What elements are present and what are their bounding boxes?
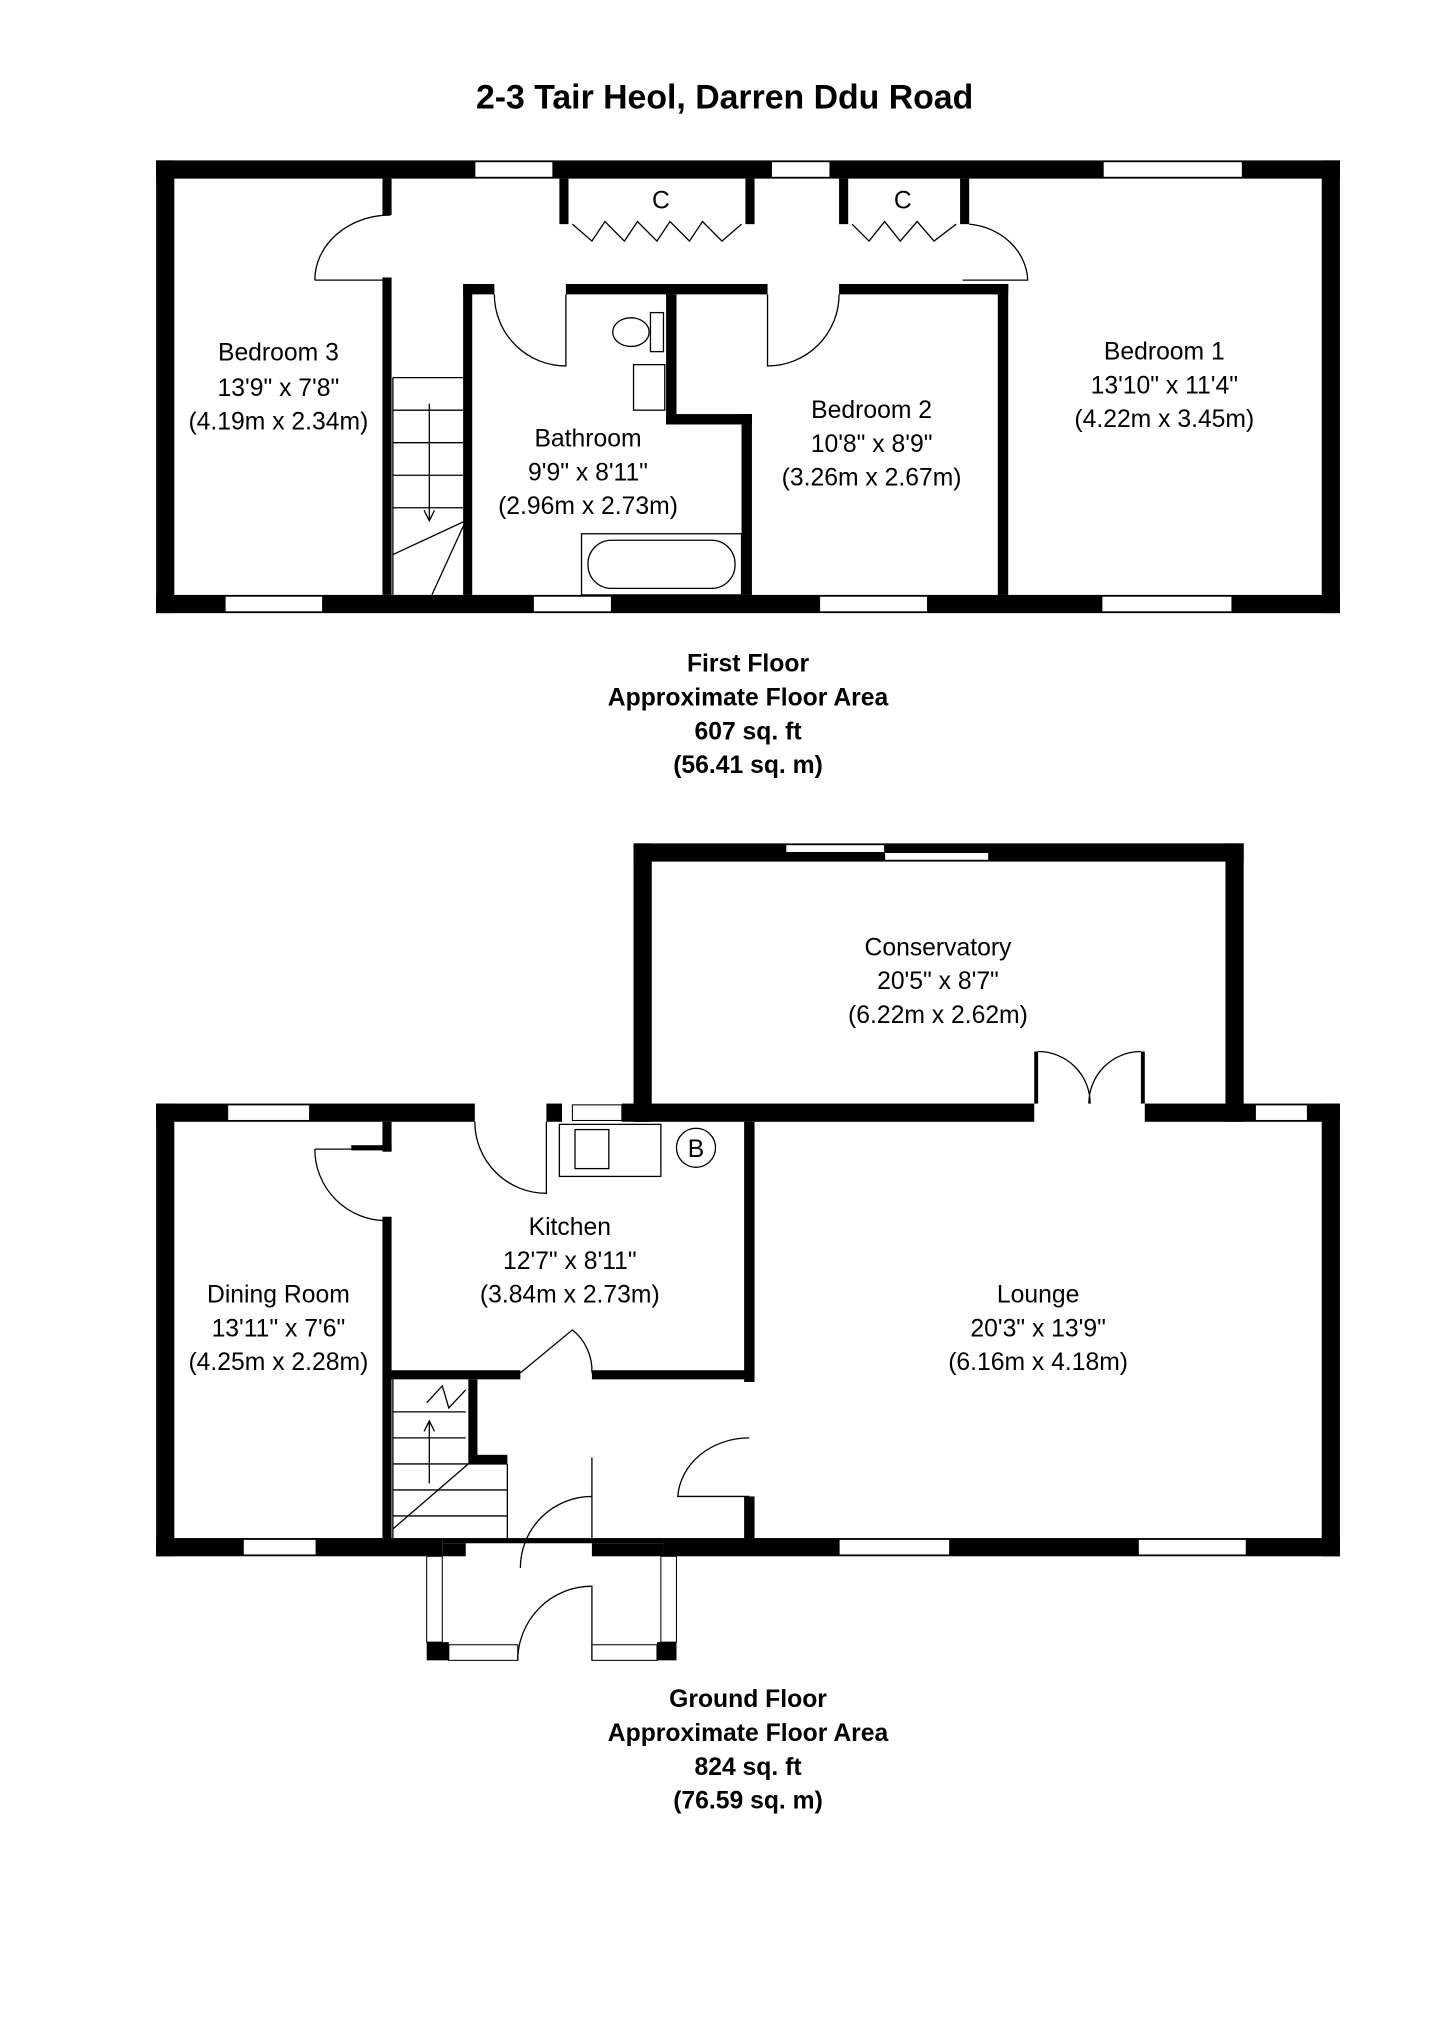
window — [660, 1555, 677, 1643]
svg-text:Bedroom 2: Bedroom 2 — [811, 397, 932, 424]
svg-text:Bathroom: Bathroom — [534, 426, 641, 453]
svg-text:Lounge: Lounge — [997, 1282, 1079, 1309]
plan-title: 2-3 Tair Heol, Darren Ddu Road — [476, 78, 973, 116]
window — [1101, 595, 1233, 613]
svg-text:824 sq. ft: 824 sq. ft — [694, 1754, 801, 1781]
svg-text:(6.22m x 2.62m): (6.22m x 2.62m) — [848, 1002, 1028, 1029]
boiler-icon — [675, 1127, 717, 1168]
svg-text:Kitchen: Kitchen — [529, 1214, 611, 1241]
room-conservatory: Conservatory 20'5" x 8'7" (6.22m x 2.62m… — [848, 934, 1028, 1029]
svg-text:10'8" x 8'9": 10'8" x 8'9" — [811, 431, 933, 458]
window — [227, 1104, 311, 1121]
svg-text:20'5" x 8'7": 20'5" x 8'7" — [877, 968, 999, 995]
svg-text:13'9" x 7'8": 13'9" x 7'8" — [218, 375, 340, 402]
svg-text:(76.59 sq. m): (76.59 sq. m) — [673, 1788, 823, 1815]
svg-text:First Floor: First Floor — [687, 651, 810, 678]
svg-text:Bedroom 1: Bedroom 1 — [1104, 338, 1225, 365]
boiler-label: B — [688, 1136, 704, 1163]
svg-text:Dining Room: Dining Room — [207, 1282, 350, 1309]
window — [1102, 161, 1243, 178]
svg-text:(3.26m x 2.67m): (3.26m x 2.67m) — [782, 465, 962, 492]
window — [571, 1104, 623, 1121]
svg-text:Approximate Floor Area: Approximate Floor Area — [608, 1720, 889, 1747]
svg-text:(56.41 sq. m): (56.41 sq. m) — [673, 752, 823, 779]
svg-text:(4.22m x 3.45m): (4.22m x 3.45m) — [1074, 406, 1254, 433]
window — [1254, 1104, 1308, 1121]
ground-floor-walls — [156, 843, 1340, 1661]
svg-text:Approximate Floor Area: Approximate Floor Area — [608, 684, 889, 711]
svg-text:(6.16m x 4.18m): (6.16m x 4.18m) — [948, 1349, 1128, 1376]
svg-text:Conservatory: Conservatory — [865, 934, 1013, 961]
svg-text:607 sq. ft: 607 sq. ft — [694, 718, 801, 745]
svg-text:20'3" x 13'9": 20'3" x 13'9" — [970, 1315, 1105, 1342]
window — [242, 1538, 317, 1556]
first-floor-walls — [156, 160, 1340, 614]
svg-text:Ground Floor: Ground Floor — [669, 1686, 827, 1713]
staircase — [392, 377, 467, 596]
svg-text:(4.19m x 2.34m): (4.19m x 2.34m) — [188, 409, 368, 436]
basin-icon — [632, 363, 666, 411]
room-bathroom: Bathroom 9'9" x 8'11" (2.96m x 2.73m) — [498, 426, 678, 521]
window — [532, 595, 612, 613]
cupboard-label: C — [894, 188, 912, 215]
room-dining-room: Dining Room 13'11" x 7'6" (4.25m x 2.28m… — [188, 1282, 368, 1377]
staircase — [392, 1379, 509, 1539]
window — [426, 1555, 443, 1643]
svg-text:12'7" x 8'11": 12'7" x 8'11" — [503, 1248, 637, 1275]
room-kitchen: Kitchen 12'7" x 8'11" (3.84m x 2.73m) — [480, 1214, 660, 1309]
toilet-icon — [612, 317, 650, 348]
svg-text:(2.96m x 2.73m): (2.96m x 2.73m) — [498, 493, 678, 520]
ground-floor-caption: Ground Floor Approximate Floor Area 824 … — [608, 1686, 889, 1814]
svg-text:Bedroom 3: Bedroom 3 — [218, 340, 339, 367]
svg-text:13'11" x 7'6": 13'11" x 7'6" — [212, 1315, 346, 1342]
window — [224, 595, 324, 613]
bath-icon — [580, 533, 743, 596]
svg-text:(4.25m x 2.28m): (4.25m x 2.28m) — [188, 1349, 368, 1376]
window — [591, 1644, 658, 1661]
svg-text:(3.84m x 2.73m): (3.84m x 2.73m) — [480, 1282, 660, 1309]
svg-text:9'9" x 8'11": 9'9" x 8'11" — [528, 459, 648, 486]
window — [819, 595, 929, 613]
room-bedroom-2: Bedroom 2 10'8" x 8'9" (3.26m x 2.67m) — [782, 397, 962, 492]
cupboard-label: C — [652, 188, 670, 215]
first-floor-caption: First Floor Approximate Floor Area 607 s… — [608, 651, 889, 779]
room-bedroom-3: Bedroom 3 13'9" x 7'8" (4.19m x 2.34m) — [188, 340, 368, 436]
room-bedroom-1: Bedroom 1 13'10" x 11'4" (4.22m x 3.45m) — [1074, 338, 1254, 433]
window — [1137, 1538, 1247, 1556]
window — [474, 161, 554, 178]
window — [448, 1644, 519, 1661]
svg-text:13'10" x 11'4": 13'10" x 11'4" — [1091, 372, 1238, 399]
room-lounge: Lounge 20'3" x 13'9" (6.16m x 4.18m) — [948, 1282, 1128, 1377]
window — [838, 1538, 951, 1556]
sink-icon — [558, 1123, 662, 1178]
window — [770, 161, 831, 178]
